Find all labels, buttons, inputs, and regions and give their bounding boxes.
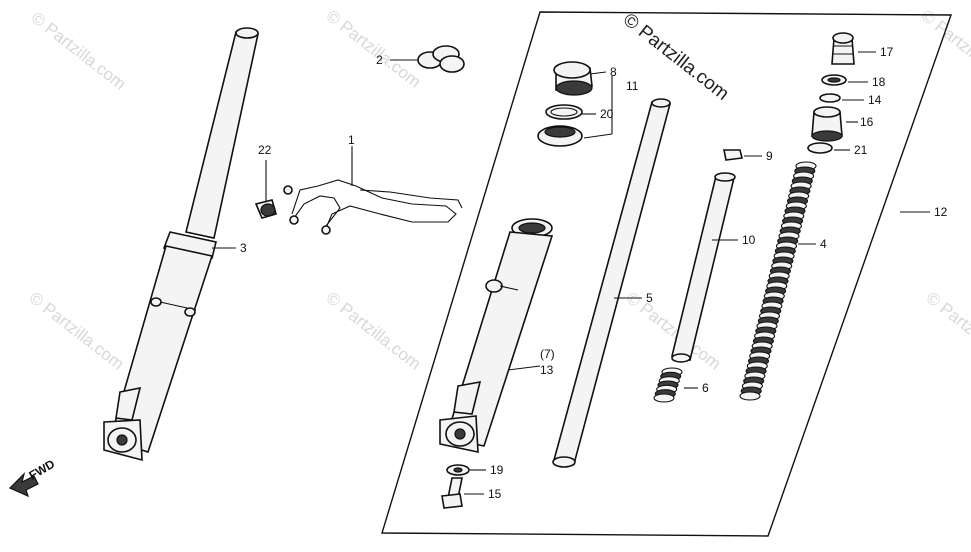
bolt-22: [254, 160, 277, 219]
watermark-top-right: © Partzilla.com: [918, 6, 971, 92]
watermark-top-left: © Partzilla.com: [28, 8, 130, 94]
callout-3: 3: [240, 241, 247, 255]
forward-direction-indicator: FWD: [8, 457, 58, 498]
clip-20: [545, 104, 596, 120]
watermark-mid-center: © Partzilla.com: [323, 288, 425, 374]
watermark-mid-left: © Partzilla.com: [26, 288, 128, 374]
callout-2: 2: [376, 53, 383, 67]
fork-slider-13: [439, 218, 554, 453]
o-ring-14: [819, 93, 864, 103]
callout-labels: 1 2 3 4 5 6 (7) 8 9 10 11 12 13 14 15 16…: [240, 45, 948, 501]
callout-21: 21: [854, 143, 868, 157]
callout-14: 14: [868, 93, 882, 107]
seals-2: [390, 45, 465, 73]
callout-12: 12: [934, 205, 948, 219]
fork-spring-4: [739, 161, 817, 401]
fork-leg-assembled: [103, 27, 259, 462]
callout-19: 19: [490, 463, 504, 477]
damper-rod-10: [671, 172, 738, 363]
callout-18: 18: [872, 75, 886, 89]
cable-bracket-1: [283, 146, 463, 235]
callout-13: 13: [540, 363, 554, 377]
spring-seat-16: [811, 106, 858, 142]
callout-15: 15: [488, 487, 502, 501]
callout-5: 5: [646, 291, 653, 305]
fork-bolt-17: [831, 32, 876, 65]
callout-17: 17: [880, 45, 894, 59]
callout-10: 10: [742, 233, 756, 247]
callout-8: 8: [610, 65, 617, 79]
watermark-top-middle: © Partzilla.com: [323, 6, 425, 92]
washer-21: [807, 142, 850, 154]
assembly-frame: [381, 11, 952, 537]
callout-22: 22: [258, 143, 272, 157]
rebound-spring-6: [653, 367, 683, 403]
spring-coil: [653, 393, 675, 403]
washer-19: [446, 464, 486, 476]
callout-20: 20: [600, 107, 614, 121]
callout-4: 4: [820, 237, 827, 251]
spring-coil: [739, 391, 761, 401]
socket-bolt-15: [441, 477, 484, 509]
callout-11: 11: [626, 79, 639, 93]
forward-label: FWD: [27, 457, 58, 483]
callout-16: 16: [860, 115, 874, 129]
o-ring-18: [821, 74, 868, 86]
oil-seal-11: [537, 76, 613, 147]
forward-arrow-icon: [8, 472, 39, 498]
callout-7: (7): [540, 347, 555, 361]
callout-6: 6: [702, 381, 709, 395]
callout-9: 9: [766, 149, 773, 163]
fork-pipe-5: [552, 98, 672, 468]
callout-1: 1: [348, 133, 355, 147]
piston-ring-9: [723, 149, 762, 161]
watermark-far-right: © Partzilla.com: [923, 288, 971, 374]
dust-seal-8: [553, 61, 607, 96]
